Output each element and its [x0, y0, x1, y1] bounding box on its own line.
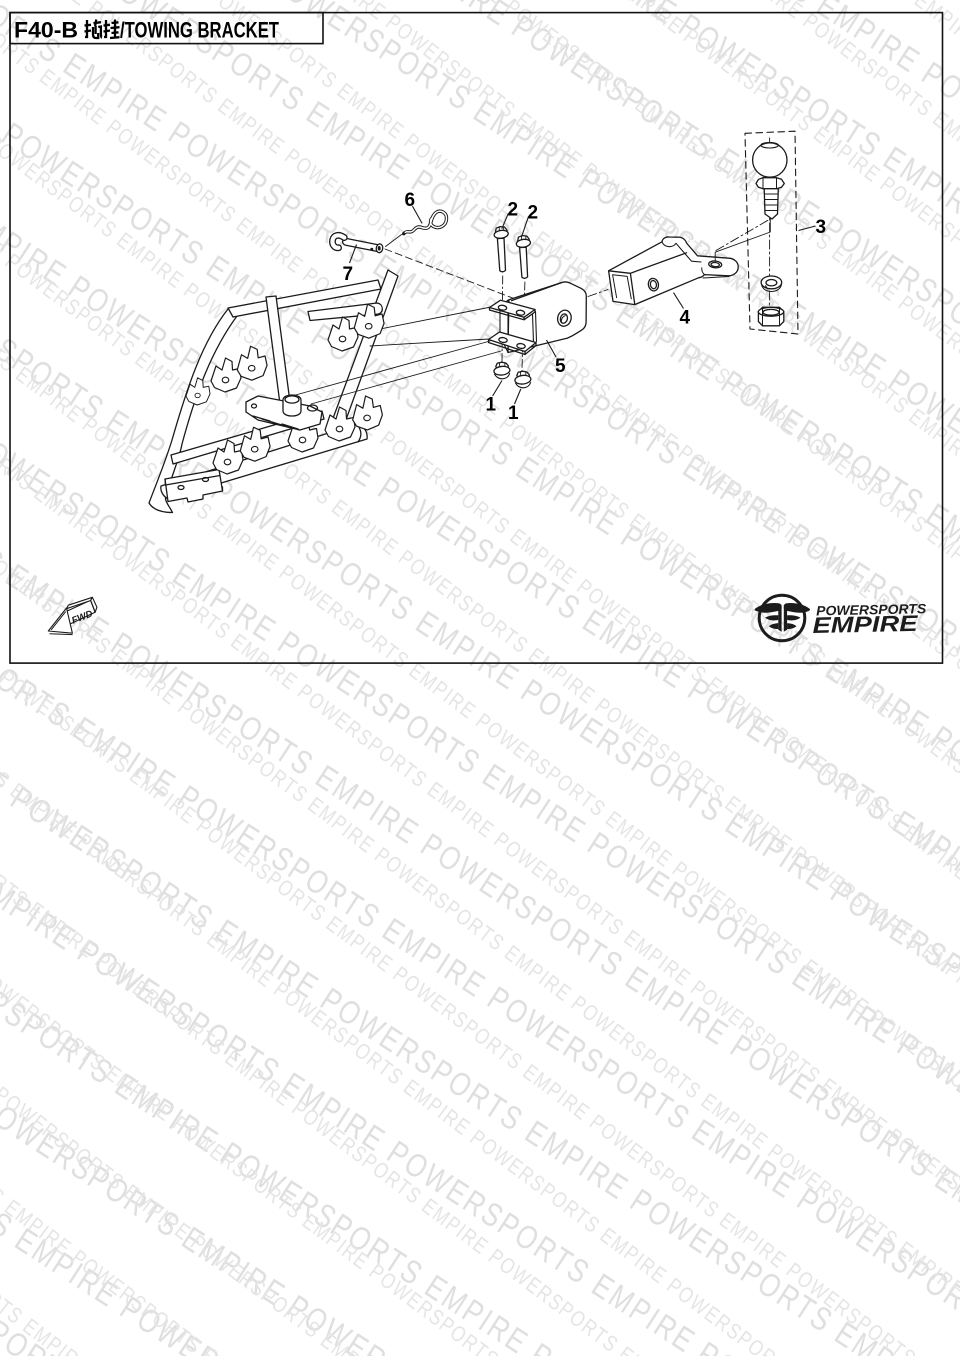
svg-text:1: 1 — [486, 395, 497, 416]
svg-text:2: 2 — [528, 203, 539, 224]
svg-text:5: 5 — [555, 356, 566, 377]
svg-text:F40-B: F40-B — [14, 18, 78, 43]
svg-text:3: 3 — [816, 217, 827, 238]
svg-text:EMPIRE: EMPIRE — [812, 611, 919, 638]
svg-text:7: 7 — [343, 264, 354, 285]
svg-text:1: 1 — [508, 403, 519, 424]
svg-text:4: 4 — [680, 308, 691, 329]
svg-text:2: 2 — [508, 200, 519, 221]
svg-text:POWERSPORTS: POWERSPORTS — [816, 601, 926, 618]
svg-text:6: 6 — [405, 190, 416, 211]
svg-text:/TOWING BRACKET: /TOWING BRACKET — [120, 18, 279, 43]
